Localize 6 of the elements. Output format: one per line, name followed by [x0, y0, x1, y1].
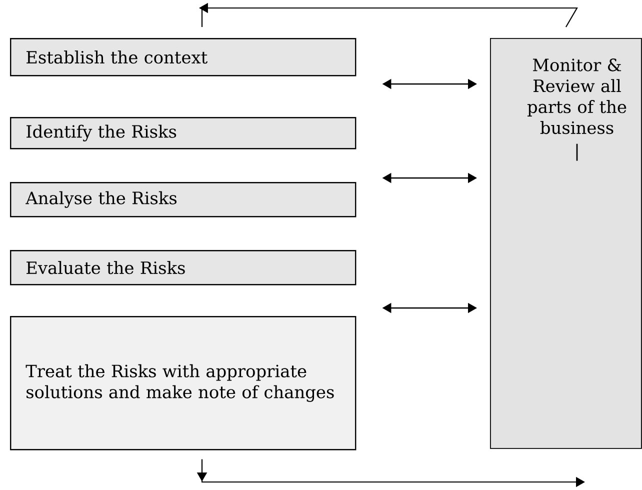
process-box: Establish the context — [10, 38, 356, 76]
monitor-box: Monitor & Review all parts of the business | — [490, 38, 642, 449]
process-box: Evaluate the Risks — [10, 250, 356, 286]
process-box: Analyse the Risks — [10, 182, 356, 218]
process-box: Identify the Risks — [10, 117, 356, 150]
process-box: Treat the Risks with appropriate solutions and make note of changes — [10, 316, 356, 450]
